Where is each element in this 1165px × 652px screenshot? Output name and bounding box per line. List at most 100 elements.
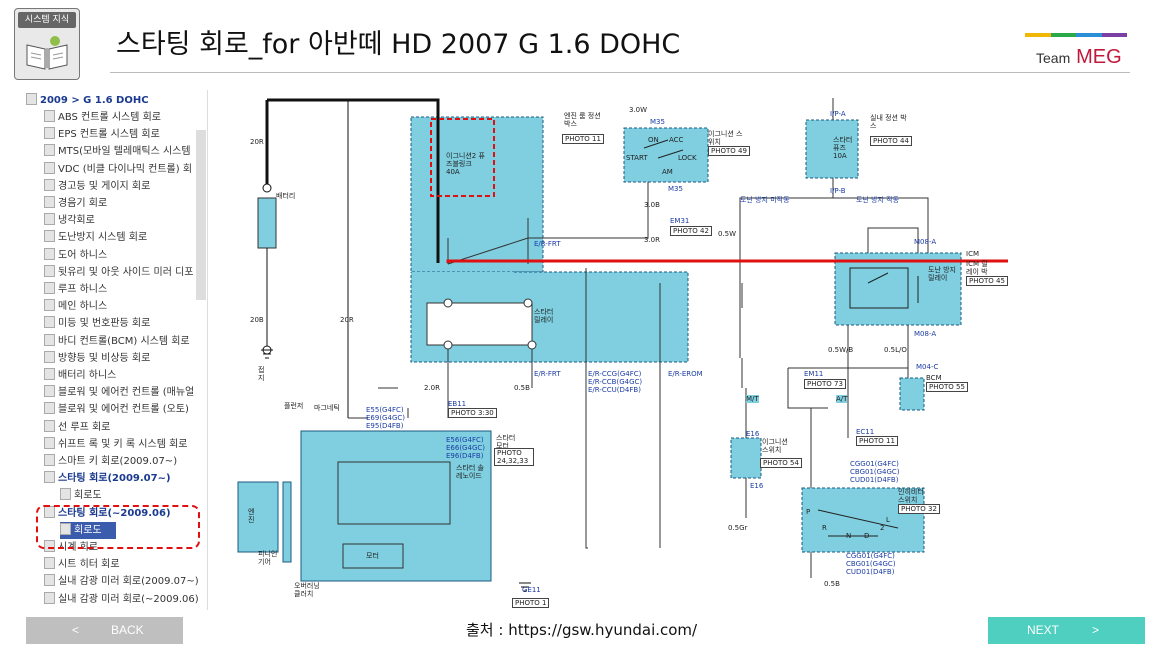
circuit-drawing	[237, 98, 1008, 592]
tree-item-label: 미등 및 번호판등 회로	[58, 318, 151, 330]
tree-item[interactable]: 바디 컨트롤(BCM) 시스템 회로	[44, 333, 190, 350]
tree-item[interactable]: 도난방지 시스템 회로	[44, 229, 147, 246]
tree-item[interactable]: ABS 컨트롤 시스템 회로	[44, 109, 161, 126]
eb11-label: EB11	[448, 400, 467, 408]
battery-label: 배터리	[276, 192, 296, 200]
m35-bottom-label: M35	[668, 185, 683, 193]
tree-item[interactable]: 회로도	[60, 521, 116, 539]
cbg01-bottom-label: CBG01(G4GC)	[846, 560, 896, 568]
tree-item-label: 블로워 및 에어컨 컨트롤 (오토)	[58, 404, 189, 416]
switch-on-label: ON	[648, 136, 659, 144]
wire-05gr-label: 0.5Gr	[728, 524, 748, 532]
tree-item[interactable]: 실내 감광 미러 회로(2009.07~)	[44, 573, 199, 590]
m08a-label: M08-A	[914, 238, 937, 246]
page-icon	[44, 454, 55, 466]
tree-item[interactable]: 루프 하니스	[44, 281, 107, 298]
starter-relay-label: 스타터 릴레이	[534, 308, 554, 324]
page-title: 스타팅 회로_for 아반떼 HD 2007 G 1.6 DOHC	[116, 29, 681, 60]
tree-item[interactable]: 선 루프 회로	[44, 419, 110, 436]
page-icon	[44, 178, 55, 191]
page-icon	[60, 488, 71, 501]
tree-item[interactable]: 뒷유리 및 아웃 사이드 미러 디포	[44, 264, 194, 281]
tree-item[interactable]: EPS 컨트롤 시스템 회로	[44, 126, 160, 143]
page-icon	[44, 368, 55, 380]
page-icon	[44, 230, 55, 243]
logo-badge: 시스템 지식	[18, 12, 76, 28]
tree-item-label: 바디 컨트롤(BCM) 시스템 회로	[58, 335, 190, 347]
page-icon	[44, 264, 55, 277]
gear-p: P	[806, 508, 811, 516]
wire-05lo-label: 0.5L/O	[884, 346, 907, 354]
m04c-label: M04-C	[916, 363, 939, 371]
tree-root[interactable]: 2009 > G 1.6 DOHC	[26, 92, 149, 109]
tree-item-label: 경고등 및 게이지 회로	[58, 180, 151, 192]
photo-55-label: PHOTO 55	[926, 382, 968, 392]
tree-item[interactable]: 스마트 키 회로(2009.07~)	[44, 453, 177, 470]
tree-item-label: 냉각회로	[58, 215, 95, 227]
tree-item-label: 블로워 및 에어컨 컨트롤 (매뉴얼	[58, 387, 195, 399]
tree-item[interactable]: 방향등 및 비상등 회로	[44, 350, 150, 367]
tree-item[interactable]: VDC (비클 다이나믹 컨트롤) 회	[44, 161, 192, 178]
page-icon	[44, 196, 55, 208]
tree-item[interactable]: 경고등 및 게이지 회로	[44, 178, 150, 195]
tree-item[interactable]: 시트 히터 회로	[44, 556, 120, 573]
page-icon	[44, 161, 55, 174]
tree-item-label: 도난방지 시스템 회로	[58, 232, 148, 244]
photo-330-label: PHOTO 3:30	[448, 408, 497, 418]
team-brand: Team MEG	[1036, 46, 1122, 69]
photo-32-label: PHOTO 32	[898, 504, 940, 514]
photo-54-label: PHOTO 54	[760, 458, 802, 468]
back-button-label: BACK	[111, 623, 144, 637]
switch-am-label: AM	[662, 168, 673, 176]
at-label: A/T	[836, 395, 848, 403]
tree-item[interactable]: 배터리 하니스	[44, 367, 116, 384]
next-button[interactable]: NEXT >	[988, 617, 1145, 644]
tree-item[interactable]: 회로도	[60, 487, 102, 504]
tree-item[interactable]: 냉각회로	[44, 212, 95, 229]
tree-item[interactable]: 쉬프트 록 및 키 록 시스템 회로	[44, 436, 187, 453]
tree-item-label: 도어 하니스	[58, 249, 108, 261]
tree-item[interactable]: 스타팅 회로(2009.07~)	[44, 470, 171, 487]
page-icon	[44, 110, 55, 122]
tree-item[interactable]: 블로워 및 에어컨 컨트롤 (매뉴얼	[44, 384, 194, 401]
photo-49-label: PHOTO 49	[708, 146, 750, 156]
em11-label: EM11	[804, 370, 824, 378]
gear-l: L	[886, 516, 890, 524]
m08a-bottom-label: M08-A	[914, 330, 937, 338]
tree-item-label: 시트 히터 회로	[58, 559, 120, 571]
highlight-box	[36, 505, 200, 549]
tree-scrollbar-thumb[interactable]	[196, 130, 206, 300]
tree-item[interactable]: 도어 하니스	[44, 247, 107, 264]
ignition-switch-label: 이그니션 스위치	[708, 130, 743, 146]
system-knowledge-logo: 시스템 지식	[14, 8, 80, 80]
starter-solenoid-label: 스타터 솔레노이드	[456, 464, 484, 480]
wire-30r-label: 3.0R	[644, 236, 660, 244]
tree-item[interactable]: 메인 하니스	[44, 298, 107, 315]
bcm-label: BCM	[926, 374, 942, 382]
tree-item[interactable]: 미등 및 번호판등 회로	[44, 315, 150, 332]
chevron-right-icon: >	[1092, 623, 1100, 637]
cud01-label: CUD01(D4FB)	[850, 476, 899, 484]
tree-item-label: 메인 하니스	[58, 301, 108, 313]
photo-24-label: PHOTO 24,32,33	[494, 448, 534, 466]
e96-label: E96(D4FB)	[446, 452, 484, 460]
tree-item[interactable]: 실내 감광 미러 회로(~2009.06)	[44, 591, 199, 608]
gear-2: 2	[880, 524, 885, 532]
tree-item-label: VDC (비클 다이나믹 컨트롤) 회	[58, 163, 193, 175]
tree-item[interactable]: MTS(모바일 텔레매틱스 시스템	[44, 143, 191, 160]
starter-motor-label: 스타터 모터	[496, 434, 516, 450]
switch-acc-label: ACC	[669, 136, 684, 144]
back-button[interactable]: < BACK	[26, 617, 183, 644]
page-icon	[44, 402, 55, 415]
wire-05w-label: 0.5W	[718, 230, 737, 238]
tree-item-label: 스타팅 회로(2009.07~)	[58, 473, 171, 485]
tree-item-label: MTS(모바일 텔레매틱스 시스템	[58, 146, 191, 158]
tree-item-label: 경음기 회로	[58, 198, 108, 209]
brand-prefix: Team	[1036, 50, 1071, 66]
ip-b-label: I/P-B	[830, 187, 846, 195]
tree-item[interactable]: 경음기 회로	[44, 195, 107, 212]
tree-item[interactable]: 블로워 및 에어컨 컨트롤 (오토)	[44, 401, 189, 418]
antitheft-alarm-label: 도난 방지 미작동	[740, 196, 790, 204]
gear-d: D	[864, 532, 870, 540]
